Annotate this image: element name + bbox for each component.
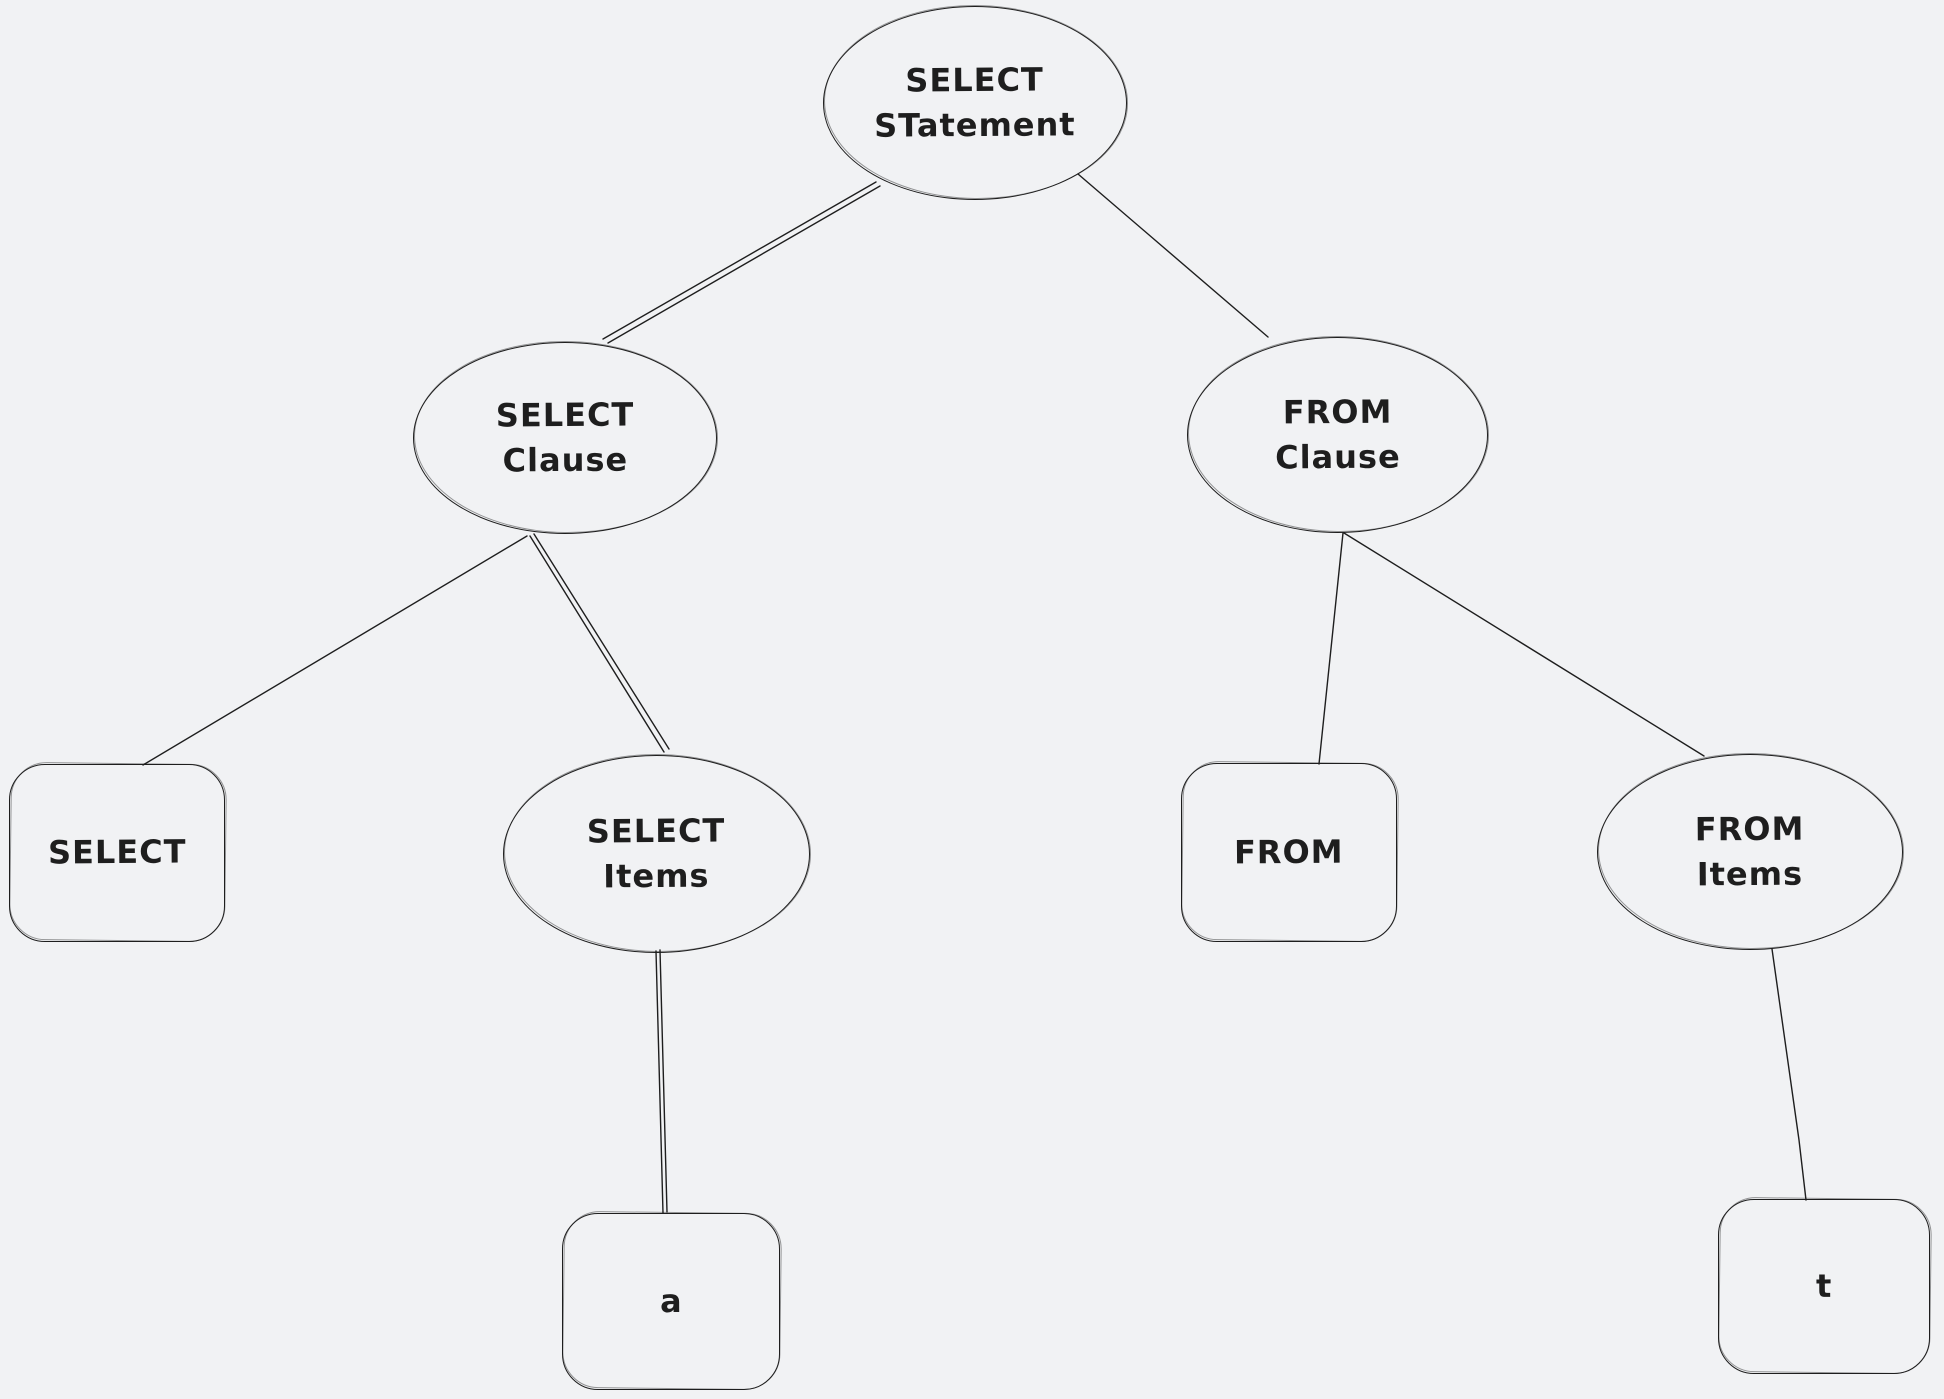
edge-stroke [529, 535, 665, 753]
edge-stroke [659, 949, 668, 1213]
edge-select-clause-to-select-keyword [142, 535, 528, 766]
edge-stroke [607, 185, 881, 344]
node-from-clause: FROM Clause [1187, 337, 1488, 533]
edge-stroke [533, 533, 670, 750]
node-leaf-a-label: a [659, 1281, 683, 1320]
node-select-statement-label: SELECT STatement [874, 60, 1077, 145]
node-leaf-t: t [1718, 1199, 1930, 1374]
edge-stroke [602, 181, 877, 340]
edge-select-items-to-leaf-a [655, 949, 668, 1214]
node-from-clause-label: FROM Clause [1274, 392, 1401, 477]
node-from-keyword-label: FROM [1234, 832, 1344, 872]
node-from-items: FROM Items [1597, 754, 1903, 950]
edge-select-clause-to-select-items [529, 533, 670, 753]
edge-from-items-to-leaf-t [1771, 948, 1807, 1201]
node-select-items-label: SELECT Items [586, 811, 726, 896]
edge-from-clause-to-from-items [1343, 532, 1705, 757]
node-leaf-t-label: t [1815, 1266, 1833, 1305]
node-select-items: SELECT Items [503, 755, 810, 953]
node-from-keyword: FROM [1181, 763, 1397, 942]
node-select-clause: SELECT Clause [413, 342, 717, 534]
edge-select-statement-to-from-clause [1077, 173, 1269, 338]
node-from-items-label: FROM Items [1694, 809, 1805, 894]
edge-stroke [1318, 532, 1344, 765]
edge-stroke [1771, 948, 1807, 1201]
node-select-statement: SELECT STatement [823, 6, 1127, 200]
node-select-clause-label: SELECT Clause [495, 395, 635, 480]
edge-stroke [1343, 532, 1705, 757]
edge-select-statement-to-select-clause [602, 181, 881, 344]
edge-stroke [142, 535, 528, 766]
edge-from-clause-to-from-keyword [1318, 532, 1344, 765]
node-select-keyword: SELECT [9, 764, 225, 942]
node-leaf-a: a [562, 1213, 780, 1390]
edge-stroke [1077, 173, 1269, 338]
node-select-keyword-label: SELECT [47, 832, 187, 872]
edge-stroke [655, 950, 664, 1214]
